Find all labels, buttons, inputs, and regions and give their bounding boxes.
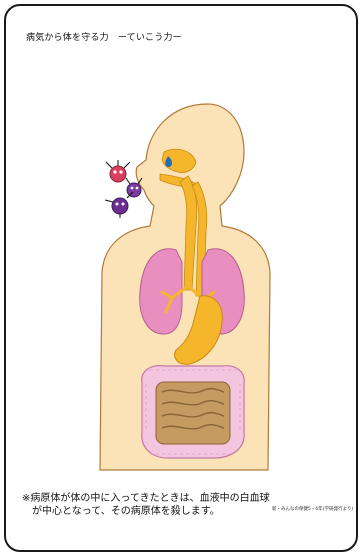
caption-line: ※病原体が体の中に入ってきたときは、血液中の白血球: [22, 492, 272, 505]
source-credit: 新・みんなの保健5・6年(学研発行より): [272, 506, 353, 512]
caption: ※病原体が体の中に入ってきたときは、血液中の白血球 が中心となって、その病原体を…: [22, 492, 272, 518]
germ-icon: [126, 178, 142, 197]
germ-icon: [105, 192, 133, 218]
caption-line: が中心となって、その病原体を殺します。: [22, 505, 272, 518]
